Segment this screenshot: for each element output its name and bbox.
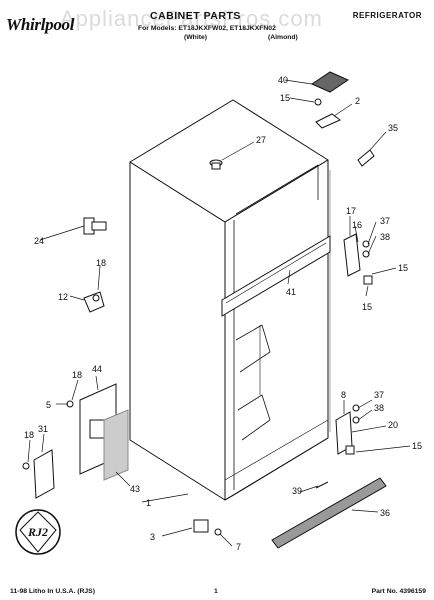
callout-18: 18 <box>24 430 34 440</box>
variant-white: (White) <box>184 34 208 41</box>
part-2-top-hinge <box>315 113 341 129</box>
callout-18: 18 <box>96 258 106 268</box>
model-list: For Models: ET18JKXFW02, ET18JKXFN02 <box>138 25 276 32</box>
callout-15: 15 <box>362 302 372 312</box>
part-43-pad <box>103 409 129 481</box>
callout-38: 38 <box>374 403 384 413</box>
part-17-middle-hinge <box>343 233 373 285</box>
callout-15: 15 <box>280 93 290 103</box>
callout-24: 24 <box>34 236 44 246</box>
variant-almond: (Almond) <box>268 34 298 41</box>
part-12-clip <box>83 291 105 313</box>
page-title: CABINET PARTS <box>150 10 241 22</box>
part-number: Part No. 4396159 <box>371 588 426 595</box>
callout-35: 35 <box>388 123 398 133</box>
callout-36: 36 <box>380 508 390 518</box>
callout-1: 1 <box>146 498 151 508</box>
part-3-leveling-leg <box>193 519 222 536</box>
callout-37: 37 <box>374 390 384 400</box>
callout-2: 2 <box>355 96 360 106</box>
callout-8: 8 <box>341 390 346 400</box>
litho-note: 11-98 Litho In U.S.A. (RJS) <box>10 588 95 595</box>
part-35-hinge-pin <box>357 149 375 167</box>
callout-5: 5 <box>46 400 51 410</box>
callout-15: 15 <box>412 441 422 451</box>
callout-15: 15 <box>398 263 408 273</box>
callout-20: 20 <box>388 420 398 430</box>
callout-17: 17 <box>346 206 356 216</box>
part-40-hinge-cover <box>310 71 350 93</box>
callout-3: 3 <box>150 532 155 542</box>
callout-31: 31 <box>38 424 48 434</box>
part-8-bottom-hinge <box>335 404 360 455</box>
part-36-grille <box>271 477 387 549</box>
part-24-clip <box>83 217 107 235</box>
svg-text:RJ2: RJ2 <box>27 525 48 539</box>
callout-39: 39 <box>292 486 302 496</box>
callout-16: 16 <box>352 220 362 230</box>
callout-43: 43 <box>130 484 140 494</box>
category-label: REFRIGERATOR <box>352 11 422 20</box>
callout-18: 18 <box>72 370 82 380</box>
callout-7: 7 <box>236 542 241 552</box>
watermark: AppliancePartsPros.com <box>60 6 323 31</box>
callout-37: 37 <box>380 216 390 226</box>
whirlpool-logo: Whirlpool <box>6 15 75 34</box>
callout-44: 44 <box>92 364 102 374</box>
callout-27: 27 <box>256 135 266 145</box>
callout-38: 38 <box>380 232 390 242</box>
rj2-logo-stamp: RJ2 <box>15 509 61 555</box>
callout-40: 40 <box>278 75 288 85</box>
page-number: 1 <box>214 588 218 595</box>
callout-41: 41 <box>286 287 296 297</box>
part-31-cover <box>33 449 55 499</box>
callout-12: 12 <box>58 292 68 302</box>
